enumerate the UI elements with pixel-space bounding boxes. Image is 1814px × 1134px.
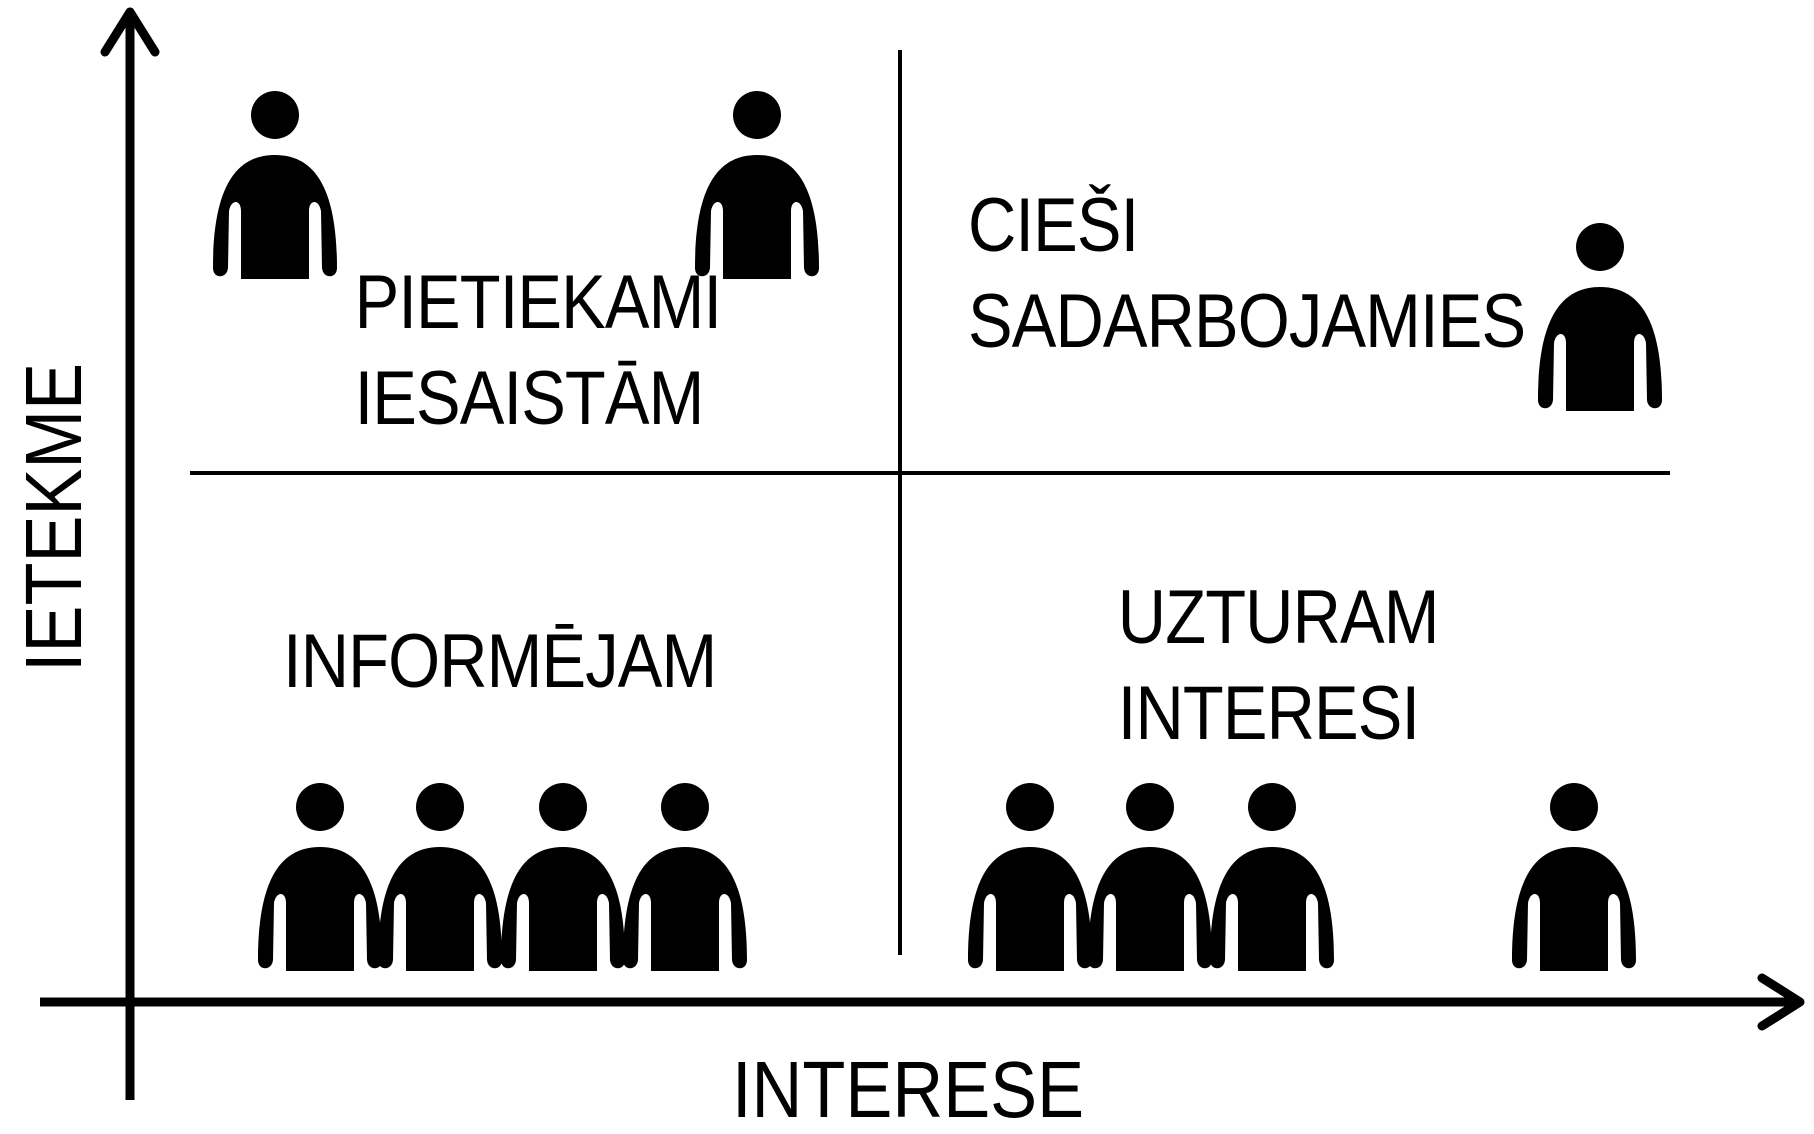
quadrant-label-bottom-right: UZTURAM INTERESI: [1117, 570, 1440, 762]
person-icon: [1210, 783, 1334, 971]
quadrant-label-top-left: PIETIEKAMI IESAISTĀM: [354, 255, 722, 447]
person-icon: [501, 783, 625, 971]
x-axis-label: INTERESE: [732, 1045, 1085, 1134]
y-axis-arrowhead: [100, 7, 160, 57]
person-icon: [968, 783, 1092, 971]
person-icon: [1088, 783, 1212, 971]
quadrant-label-line: SADARBOJAMIES: [968, 279, 1526, 364]
quadrant-label-line: INTERESI: [1117, 671, 1420, 756]
quadrant-label-bottom-left: INFORMĒJAM: [283, 614, 717, 710]
person-icon: [213, 91, 337, 279]
quadrant-label-line: INFORMĒJAM: [283, 619, 717, 704]
person-icon: [258, 783, 382, 971]
quadrant-label-line: PIETIEKAMI: [354, 260, 722, 345]
person-icon: [695, 91, 819, 279]
quadrant-label-line: UZTURAM: [1117, 575, 1440, 660]
person-icon: [623, 783, 747, 971]
y-axis-label: IETEKME: [9, 362, 98, 672]
quadrant-label-line: CIEŠI: [968, 183, 1139, 268]
person-icon: [1538, 223, 1662, 411]
person-icon: [378, 783, 502, 971]
person-icon: [1512, 783, 1636, 971]
quadrant-label-line: IESAISTĀM: [354, 356, 705, 441]
quadrant-label-top-right: CIEŠI SADARBOJAMIES: [968, 178, 1526, 370]
x-axis-arrowhead: [1757, 973, 1805, 1031]
